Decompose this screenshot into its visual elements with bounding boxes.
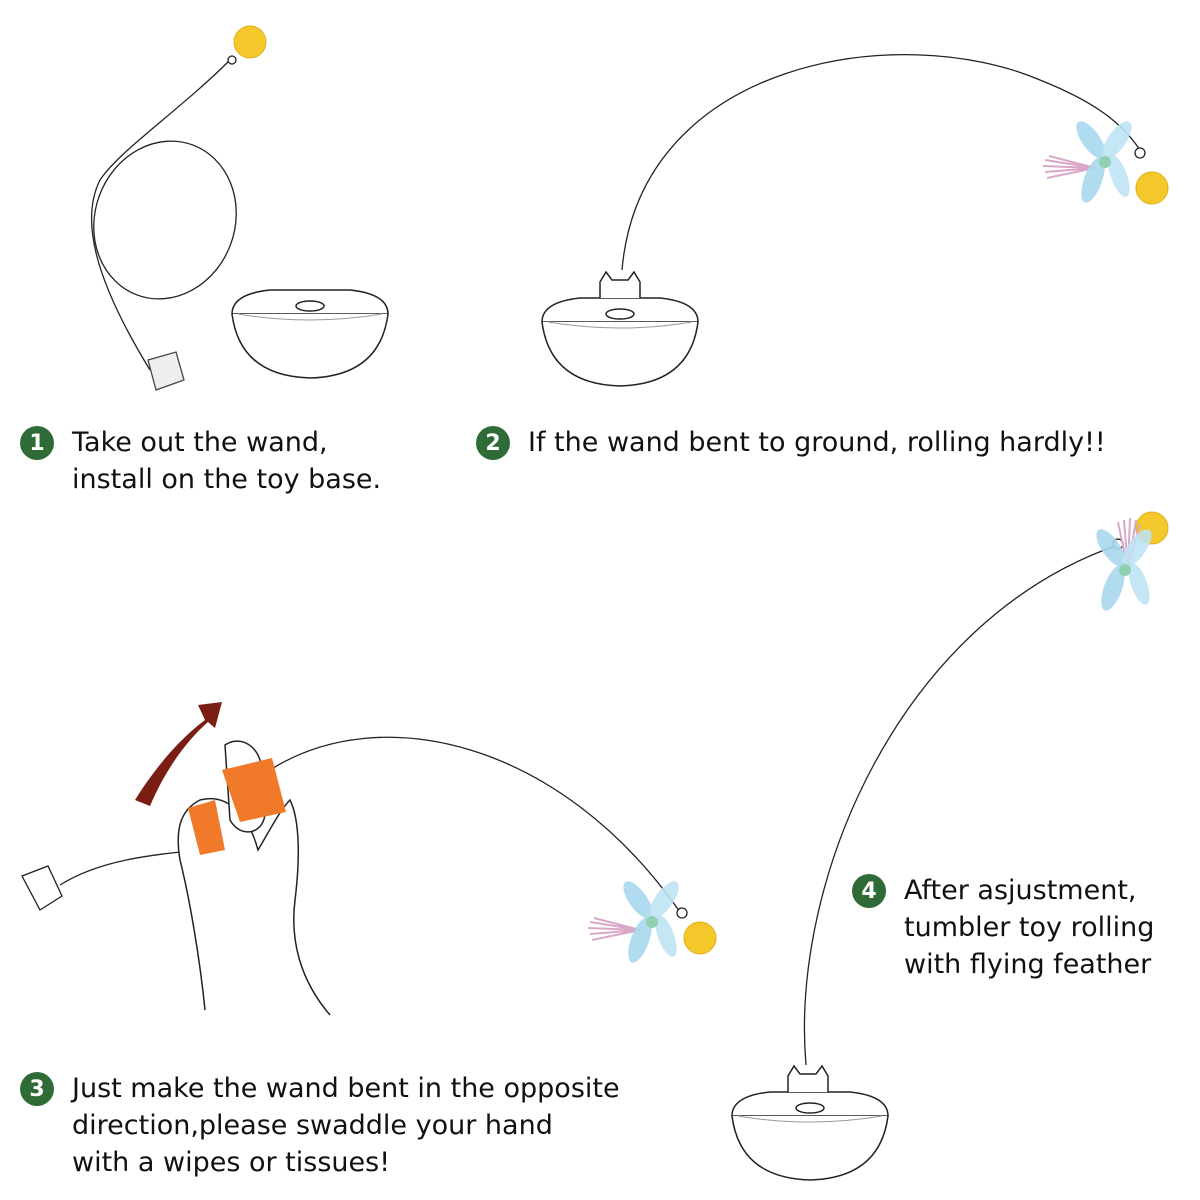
toy-base-icon: [542, 298, 698, 386]
cat-cap-icon: [788, 1066, 828, 1092]
step-text-line: Take out the wand,: [72, 424, 381, 461]
feather-icon: [618, 877, 684, 966]
wand-clip-icon: [148, 352, 184, 390]
toy-base-icon: [232, 290, 388, 378]
step-3-text: Just make the wand bent in the opposite …: [72, 1070, 620, 1181]
step-text-line: install on the toy base.: [72, 461, 381, 498]
bend-arrow-icon: [135, 702, 222, 806]
step-4-text: After asjustment, tumbler toy rolling wi…: [904, 872, 1154, 983]
step-text-line: After asjustment,: [904, 872, 1154, 909]
feather-icon: [1071, 117, 1137, 206]
step-1: 1 Take out the wand, install on the toy …: [20, 424, 381, 498]
step-3: 3 Just make the wand bent in the opposit…: [20, 1070, 620, 1181]
step-2: 2 If the wand bent to ground, rolling ha…: [476, 424, 1106, 461]
step-2-text: If the wand bent to ground, rolling hard…: [528, 424, 1106, 461]
step-number-badge: 1: [20, 426, 54, 460]
toy-base-icon: [732, 1092, 888, 1180]
step-number-badge: 3: [20, 1072, 54, 1106]
step-text-line: with a wipes or tissues!: [72, 1144, 620, 1181]
step-number-badge: 4: [852, 874, 886, 908]
step-text-line: Just make the wand bent in the opposite: [72, 1070, 620, 1107]
step-text-line: tumbler toy rolling: [904, 909, 1154, 946]
panel-3-illustration: [22, 702, 716, 1015]
step-4: 4 After asjustment, tumbler toy rolling …: [852, 872, 1154, 983]
ball-icon: [234, 26, 266, 58]
step-text-line: If the wand bent to ground, rolling hard…: [528, 424, 1106, 461]
step-text-line: with flying feather: [904, 946, 1154, 983]
feather-icon: [1091, 525, 1157, 614]
step-text-line: direction,please swaddle your hand: [72, 1107, 620, 1144]
panel-2-illustration: [542, 55, 1168, 386]
ball-icon: [1136, 172, 1168, 204]
ball-icon: [684, 922, 716, 954]
step-1-text: Take out the wand, install on the toy ba…: [72, 424, 381, 498]
wand-clip-icon: [22, 866, 62, 910]
step-number-badge: 2: [476, 426, 510, 460]
panel-4-illustration: [732, 512, 1168, 1180]
cat-cap-icon: [600, 272, 640, 298]
panel-1-illustration: [72, 26, 388, 390]
